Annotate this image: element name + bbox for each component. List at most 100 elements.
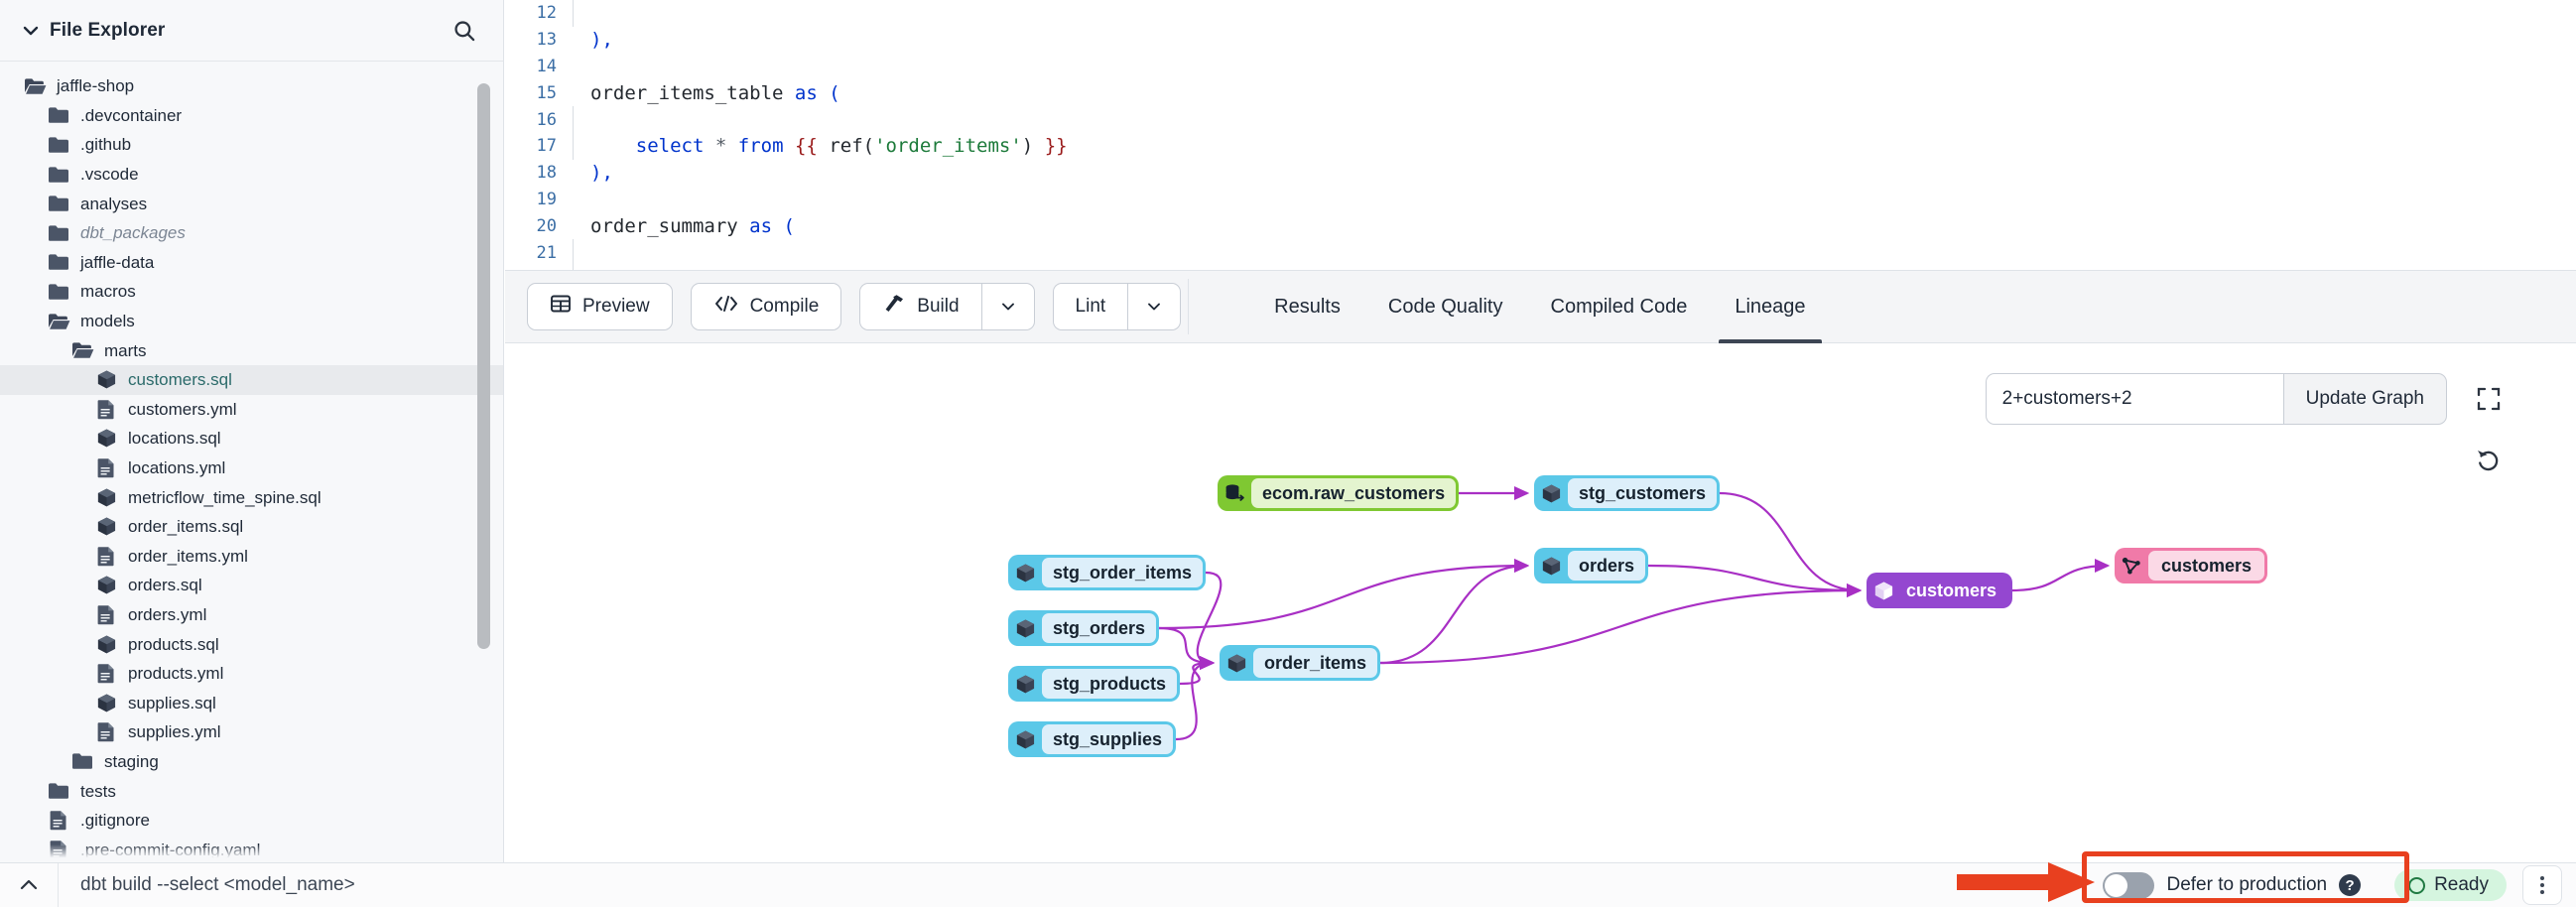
file-tree-item[interactable]: .vscode [0, 160, 503, 190]
line-number: 22 [505, 269, 573, 270]
code-line: 21 [505, 239, 2576, 266]
lint-dropdown-chevron-down-icon[interactable] [1127, 283, 1182, 330]
lineage-node[interactable]: orders [1534, 548, 1649, 583]
code-text: ), [590, 29, 613, 52]
lineage-edge [1379, 583, 1863, 665]
lineage-node-label: stg_products [1042, 669, 1178, 699]
file-tree-item-label: supplies.yml [128, 722, 221, 742]
file-tree-item-label: tests [80, 781, 116, 801]
file-tree-item[interactable]: jaffle-data [0, 248, 503, 278]
file-tree-item[interactable]: products.yml [0, 659, 503, 689]
tab-results[interactable]: Results [1274, 295, 1341, 318]
indent-spacer [573, 187, 590, 213]
yaml-file-icon [93, 663, 119, 685]
file-tree-item[interactable]: products.sql [0, 629, 503, 659]
lineage-node[interactable]: stg_products [1008, 666, 1181, 702]
editor-scrollbar[interactable] [2553, 8, 2566, 246]
lineage-node[interactable]: customers [1867, 573, 2013, 608]
lineage-panel: ecom.raw_customers stg_customers stg_order… [505, 343, 2576, 862]
chevron-down-icon[interactable] [18, 18, 44, 44]
lineage-node[interactable]: stg_customers [1534, 475, 1721, 511]
file-tree-item-label: marts [104, 340, 147, 360]
file-tree-scroll-area[interactable]: jaffle-shop .devcontainer.github .vscode an… [0, 62, 503, 862]
reset-rotate-icon[interactable] [2469, 441, 2509, 480]
build-dropdown-chevron-down-icon[interactable] [980, 283, 1035, 330]
file-tree-item[interactable]: analyses [0, 189, 503, 218]
file-tree-item[interactable]: marts [0, 335, 503, 365]
right-arrow-annotation [1957, 862, 2095, 902]
file-tree-item[interactable]: metricflow_time_spine.sql [0, 482, 503, 512]
file-tree-item[interactable]: locations.sql [0, 424, 503, 454]
file-tree-item-label: jaffle-shop [57, 76, 135, 96]
update-graph-button[interactable]: Update Graph [2282, 373, 2447, 425]
file-tree-item[interactable]: staging [0, 747, 503, 777]
indent-spacer [573, 54, 590, 80]
file-tree-item[interactable]: .github [0, 130, 503, 160]
file-tree-item[interactable]: dbt_packages [0, 218, 503, 248]
file-icon [46, 839, 71, 860]
file-tree-item[interactable]: models [0, 307, 503, 336]
cube-icon [93, 516, 119, 538]
expand-icon[interactable] [2469, 379, 2509, 419]
chevron-up-icon[interactable] [0, 863, 58, 907]
lint-button[interactable]: Lint [1052, 283, 1128, 330]
file-tree-item-label: models [80, 312, 135, 331]
file-tree-item[interactable]: order_items.sql [0, 512, 503, 542]
lineage-node[interactable]: customers [2115, 548, 2268, 583]
search-icon[interactable] [450, 16, 479, 46]
file-explorer-header: File Explorer [0, 0, 503, 62]
file-tree-item[interactable]: .gitignore [0, 806, 503, 836]
build-button[interactable]: Build [859, 283, 981, 330]
compile-button[interactable]: Compile [690, 283, 842, 330]
code-line: 12 [505, 0, 2576, 27]
editor-toolbar: Preview Compile Build Lint [505, 270, 2576, 343]
file-tree-item[interactable]: supplies.yml [0, 717, 503, 747]
file-icon [46, 810, 71, 832]
preview-button[interactable]: Preview [527, 283, 673, 330]
lineage-edge [1379, 558, 1530, 665]
indent-spacer [573, 79, 590, 106]
help-circle-icon[interactable]: ? [2339, 874, 2362, 896]
code-line: 14 [505, 54, 2576, 80]
file-tree-item[interactable]: tests [0, 776, 503, 806]
folder-icon [46, 780, 71, 802]
file-tree-item[interactable]: .pre-commit-config.yaml [0, 835, 503, 862]
cube-icon [93, 633, 119, 655]
file-tree-item[interactable]: customers.yml [0, 395, 503, 425]
file-tree-item[interactable]: supplies.sql [0, 688, 503, 717]
lineage-node[interactable]: stg_supplies [1008, 721, 1177, 757]
folder-icon [46, 134, 71, 156]
file-explorer-scrollbar[interactable] [477, 73, 490, 848]
file-tree-item[interactable]: macros [0, 277, 503, 307]
lineage-node[interactable]: order_items [1220, 645, 1381, 681]
lineage-node[interactable]: stg_orders [1008, 610, 1160, 646]
file-tree-item[interactable]: customers.sql [0, 364, 503, 395]
file-tree-item[interactable]: orders.sql [0, 571, 503, 600]
file-tree-item-label: .vscode [80, 165, 139, 185]
defer-to-production-toggle[interactable] [2103, 871, 2155, 899]
file-tree-item[interactable]: order_items.yml [0, 542, 503, 572]
cube-icon [1008, 721, 1042, 757]
lineage-edge [1158, 558, 1530, 630]
command-bar-text[interactable]: dbt build --select <model_name> [80, 874, 355, 895]
line-number: 17 [536, 136, 557, 157]
file-tree-item[interactable]: .devcontainer [0, 101, 503, 131]
file-tree-item[interactable]: orders.yml [0, 600, 503, 630]
tab-compiled-code[interactable]: Compiled Code [1550, 295, 1688, 318]
lineage-node[interactable]: ecom.raw_customers [1218, 475, 1460, 511]
code-text: order_items_table as ( [590, 81, 840, 104]
file-tree-item[interactable]: locations.yml [0, 454, 503, 483]
file-tree-item[interactable]: jaffle-shop [0, 71, 503, 101]
file-explorer-title: File Explorer [50, 19, 166, 41]
graph-selector-input[interactable] [1985, 373, 2283, 425]
tab-code-quality[interactable]: Code Quality [1387, 295, 1503, 318]
file-tree-item-label: jaffle-data [80, 252, 155, 272]
result-panel-tabs: Results Code Quality Compiled Code Lineage [1250, 270, 1829, 343]
lineage-node[interactable]: stg_order_items [1008, 555, 1207, 590]
file-explorer-scrollbar-thumb[interactable] [477, 83, 490, 649]
tab-lineage[interactable]: Lineage [1711, 270, 1829, 343]
file-tree-item-label: analyses [80, 194, 148, 213]
kebab-menu-icon[interactable] [2522, 865, 2562, 905]
